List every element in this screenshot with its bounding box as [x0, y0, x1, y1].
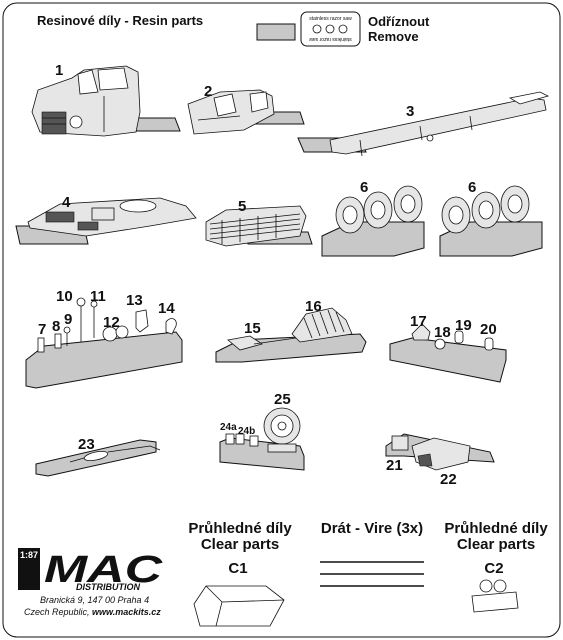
part-label-18: 18 — [434, 324, 451, 341]
part-label-16: 16 — [305, 298, 322, 315]
parts-15-16-runner — [215, 307, 367, 363]
part-label-25: 25 — [274, 391, 291, 408]
part-label-10: 10 — [56, 288, 73, 305]
clear-left-title-en: Clear parts — [201, 536, 279, 553]
part-label-21: 21 — [386, 457, 403, 474]
legend-remove-swatch — [256, 23, 296, 41]
part-label-19: 19 — [455, 317, 472, 334]
part-label-17: 17 — [410, 313, 427, 330]
sheet-title: Resinové díly - Resin parts — [37, 13, 203, 28]
company-address: Branická 9, 147 00 Praha 4 — [40, 595, 149, 605]
part-1-cab — [31, 65, 181, 137]
part-label-9: 9 — [64, 311, 72, 328]
part-4 — [15, 197, 197, 245]
part-label-20: 20 — [480, 321, 497, 338]
saw-hole-2 — [325, 24, 335, 34]
part-2 — [187, 89, 305, 135]
part-c1-windows — [193, 585, 285, 627]
part-label-15: 15 — [244, 320, 261, 337]
part-6a-wheels — [321, 185, 425, 257]
part-label-23: 23 — [78, 436, 95, 453]
parts-7-14-runner — [25, 297, 183, 389]
logo-scale-box — [18, 548, 40, 590]
company-country: Czech Republic, www.mackits.cz — [24, 607, 161, 617]
parts-17-20-runner — [389, 323, 507, 383]
saw-hole-3 — [338, 24, 348, 34]
mac-distribution-logo: 1:87 MAC DISTRIBUTION — [18, 548, 163, 592]
clear-right-title-cs: Průhledné díly — [444, 520, 548, 537]
clear-left-code: C1 — [228, 560, 247, 577]
clear-right-code: C2 — [484, 560, 503, 577]
part-label-4: 4 — [62, 194, 71, 211]
part-label-2: 2 — [204, 83, 212, 100]
company-website[interactable]: www.mackits.cz — [92, 607, 161, 617]
part-label-6a: 6 — [360, 179, 368, 196]
clear-left-title-cs: Průhledné díly — [188, 520, 292, 537]
part-label-24b: 24b — [238, 426, 255, 437]
part-label-6b: 6 — [468, 179, 476, 196]
part-label-8: 8 — [52, 318, 60, 335]
part-23-exhaust — [35, 439, 161, 477]
part-label-3: 3 — [406, 103, 414, 120]
logo-subtitle: DISTRIBUTION — [76, 582, 140, 592]
part-label-22: 22 — [440, 471, 457, 488]
part-label-12: 12 — [103, 314, 120, 331]
saw-hole-1 — [312, 24, 322, 34]
part-label-14: 14 — [158, 300, 175, 317]
wire-title: Drát - Vire (3x) — [321, 520, 423, 537]
part-5-radiator — [205, 205, 313, 247]
part-3-chassis — [297, 91, 550, 157]
part-label-13: 13 — [126, 292, 143, 309]
part-label-7: 7 — [38, 321, 46, 338]
legend-cut-en: Remove — [368, 29, 419, 44]
parts-24-25-runner — [219, 407, 305, 471]
part-label-5: 5 — [238, 198, 246, 215]
parts-21-22-runner — [385, 433, 495, 471]
saw-label-bottom: stainless razor saw — [309, 36, 352, 42]
legend: stainless razor saw stainless razor saw … — [256, 11, 430, 47]
legend-cut-cs: Odříznout — [368, 14, 430, 29]
logo-scale: 1:87 — [20, 550, 38, 560]
part-label-24a: 24a — [220, 422, 237, 433]
part-6b-wheels — [439, 185, 543, 257]
clear-right-title-en: Clear parts — [457, 536, 535, 553]
part-c2-lights — [471, 579, 519, 613]
part-label-1: 1 — [55, 62, 63, 79]
part-label-11: 11 — [90, 288, 106, 305]
saw-label-top: stainless razor saw — [309, 16, 352, 22]
wire-pieces — [320, 561, 424, 587]
logo-mac: MAC — [44, 549, 163, 591]
